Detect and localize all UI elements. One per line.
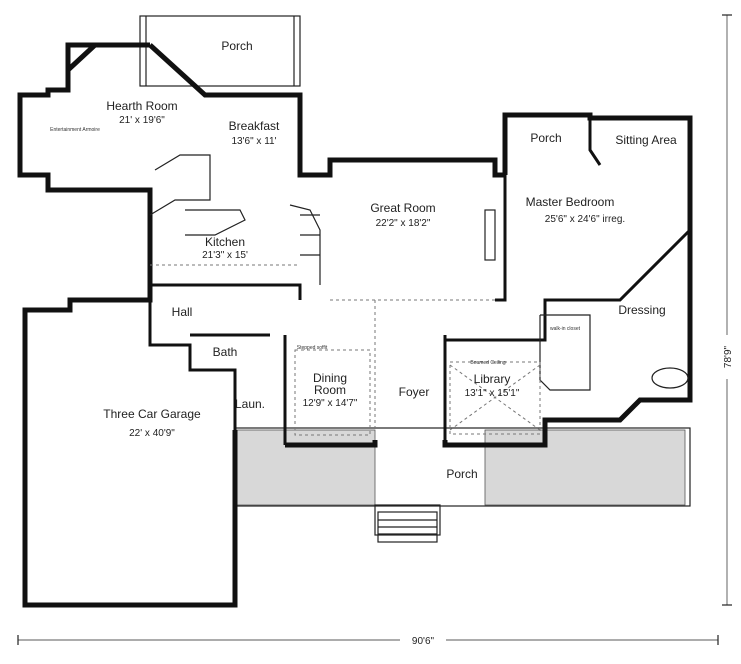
room-label-library: Library (474, 372, 511, 386)
note-entertainment: Entertainment Armoire (50, 127, 100, 133)
room-label-dining-line2: Room (314, 383, 346, 397)
room-label-dining-line1: Dining (313, 371, 347, 385)
room-label-great-room: Great Room (370, 201, 435, 215)
room-size-library: 13'1" x 15'1" (465, 388, 520, 399)
room-label-foyer: Foyer (399, 385, 430, 399)
note-stepped-soffit: Stepped soffit (297, 345, 328, 351)
room-label-hearth-room: Hearth Room (106, 99, 177, 113)
width-dimension: 90'6" (17, 634, 719, 647)
room-label-kitchen: Kitchen (205, 235, 245, 249)
room-size-hearth-room: 21' x 19'6" (119, 115, 165, 126)
front-porch (234, 427, 691, 543)
room-size-great-room: 22'2" x 18'2" (376, 218, 431, 229)
room-size-garage: 22' x 40'9" (129, 428, 175, 439)
room-size-dining: 12'9" x 14'7" (303, 398, 358, 409)
depth-dimension-label: 78'9" (723, 345, 734, 368)
depth-dimension: 78'9" (721, 14, 734, 606)
room-label-sitting-area: Sitting Area (615, 133, 677, 147)
note-walk-in-closet: walk-in closet (550, 326, 581, 332)
room-label-laundry: Laun. (235, 397, 265, 411)
width-dimension-label: 90'6" (412, 636, 435, 647)
room-label-breakfast: Breakfast (229, 119, 280, 133)
room-size-breakfast: 13'6" x 11' (232, 136, 277, 147)
exterior-wall (442, 112, 693, 448)
exterior-wall (17, 42, 238, 608)
room-label-bath: Bath (213, 345, 238, 359)
exterior-wall (285, 440, 378, 448)
note-beamed-ceiling: Beamed Ceiling (470, 360, 506, 366)
rear-porch (139, 15, 301, 87)
room-label-dressing: Dressing (618, 303, 665, 317)
exterior-wall (148, 43, 505, 178)
interior-walls (148, 118, 692, 445)
room-size-kitchen: 21'3" x 15' (202, 250, 248, 261)
room-label-garage: Three Car Garage (103, 407, 201, 421)
room-label-rear-porch: Porch (221, 39, 252, 53)
room-size-master-bedroom: 25'6" x 24'6" irreg. (545, 214, 625, 225)
room-label-front-porch: Porch (446, 467, 477, 481)
room-label-hall: Hall (172, 305, 193, 319)
room-label-master-bedroom: Master Bedroom (526, 195, 615, 209)
exterior-wall (66, 42, 150, 72)
room-label-master-porch: Porch (530, 131, 561, 145)
